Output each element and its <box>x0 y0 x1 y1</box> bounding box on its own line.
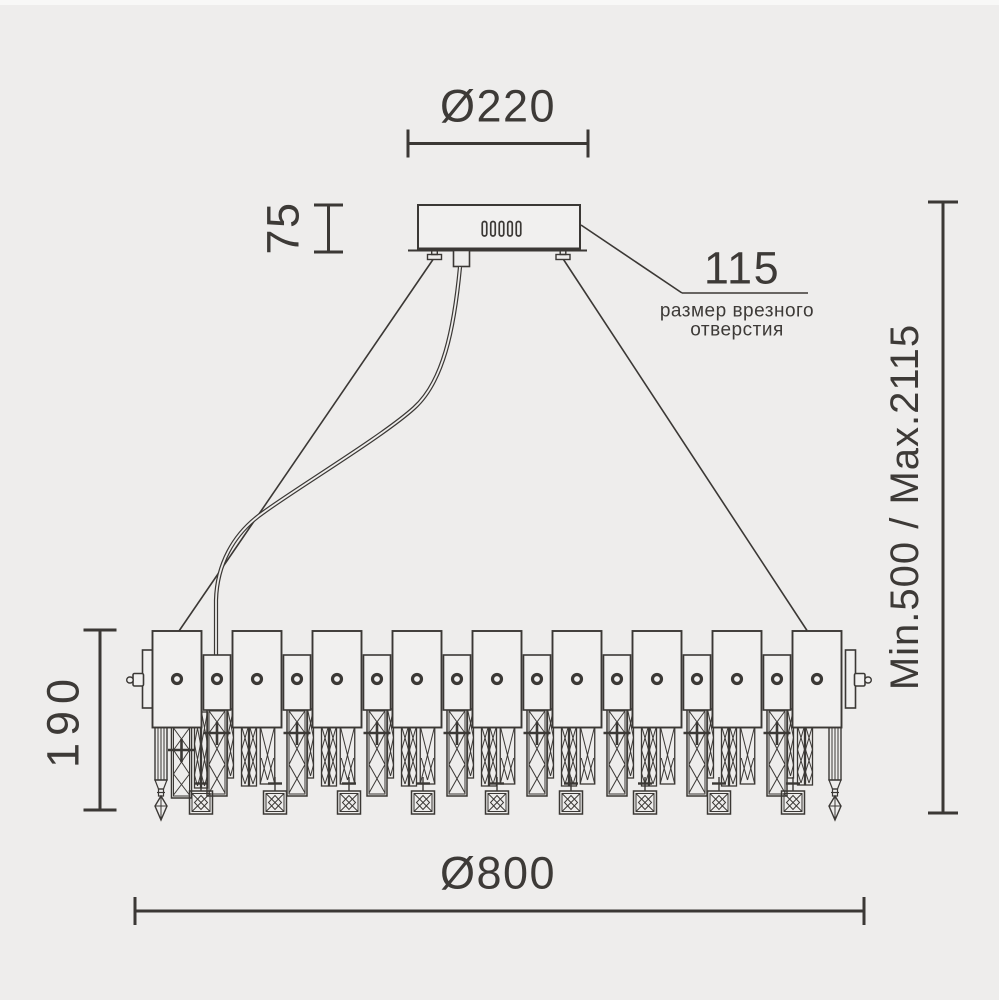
dim-label-body-height: 190 <box>37 671 89 769</box>
cutout-note-line2: отверстия <box>690 319 784 341</box>
chandelier-body <box>125 630 872 729</box>
dim-label-body-diameter: Ø800 <box>439 847 557 899</box>
dim-label-canopy-height: 75 <box>257 201 309 255</box>
page-top-strip <box>0 0 999 5</box>
canopy <box>408 204 587 268</box>
cutout-note-line1: размер врезного <box>659 300 815 322</box>
dim-label-suspension-range: Min.500 / Max.2115 <box>883 323 927 691</box>
dim-label-cutout-size: 115 <box>703 242 781 294</box>
dim-label-canopy-diameter: Ø220 <box>439 80 557 132</box>
power-cord <box>213 266 463 656</box>
dimension-lines <box>83 129 958 925</box>
